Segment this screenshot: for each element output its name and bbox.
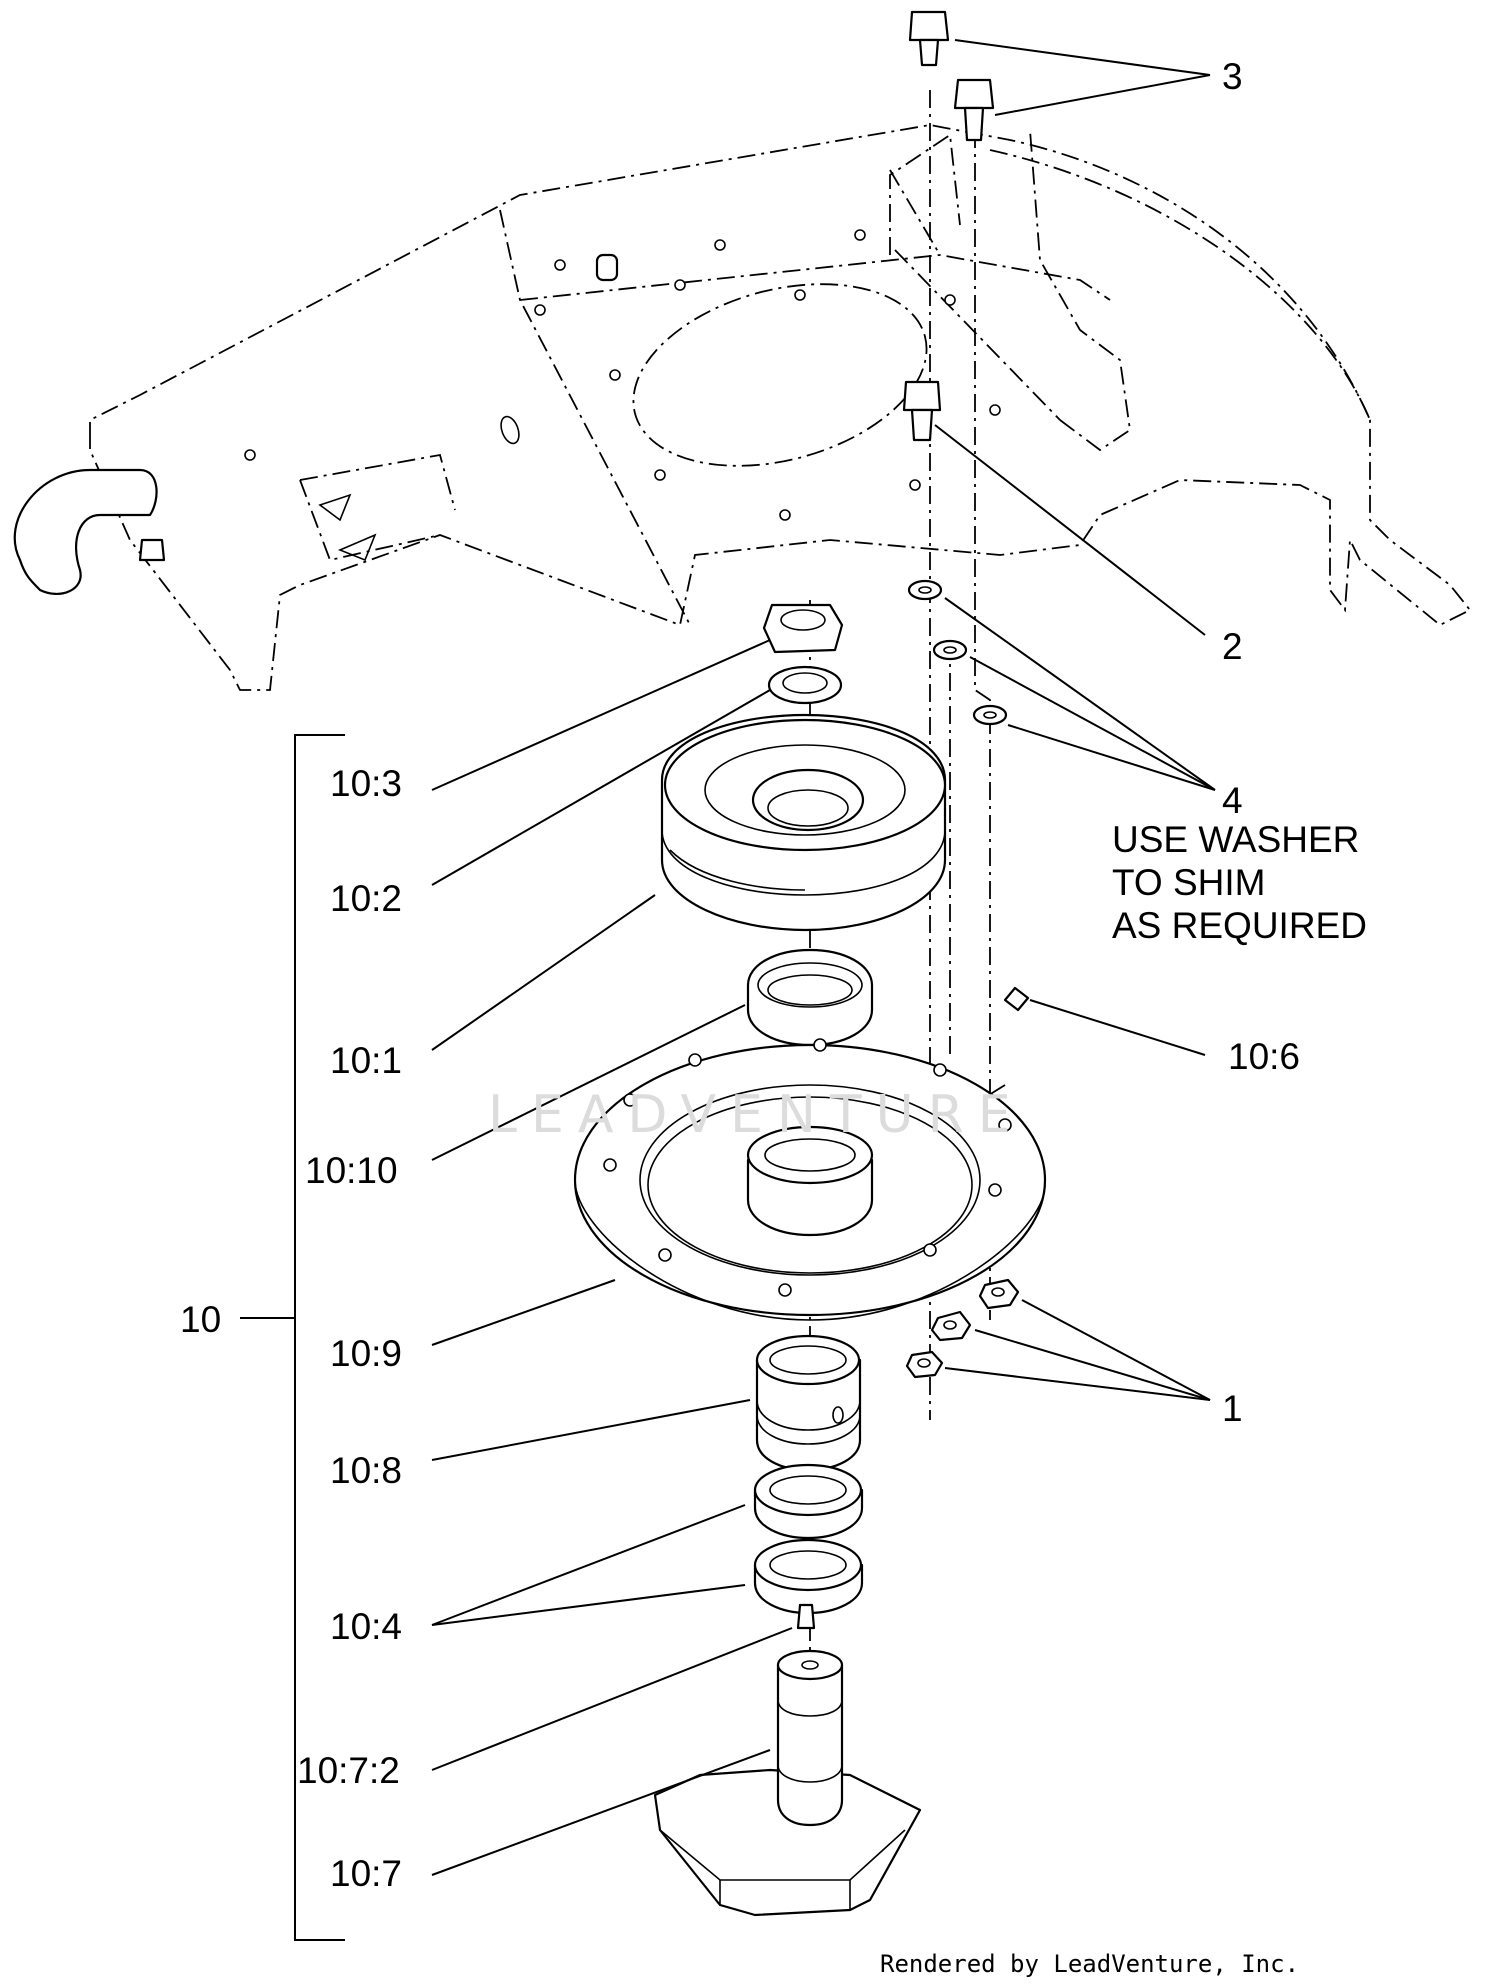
bolt-item-3-b [953, 78, 995, 142]
callout-10-9: 10:9 [330, 1333, 403, 1374]
bolt-item-2 [902, 380, 942, 442]
grease-fitting-item-10-7-2 [796, 1603, 816, 1630]
nuts-item-1 [905, 1278, 1020, 1379]
washer-item-10-2 [767, 665, 843, 705]
leader-lines [431, 39, 1216, 1876]
spacer-item-10-8 [755, 1334, 862, 1472]
group-bracket-item-10 [294, 734, 345, 1941]
callout-1: 1 [1222, 1388, 1243, 1429]
callout-2: 2 [1222, 626, 1243, 667]
bolt-item-3-a [908, 10, 950, 67]
callout-4: 4 [1222, 780, 1243, 821]
bearing-item-10-4-b [753, 1538, 864, 1615]
callout-10-7-2: 10:7:2 [297, 1750, 400, 1791]
callout-10-10: 10:10 [305, 1150, 398, 1191]
callout-10: 10 [180, 1299, 222, 1340]
callout-10-4: 10:4 [330, 1606, 403, 1647]
callout-10-8: 10:8 [330, 1450, 403, 1491]
spindle-housing-item-10-9 [573, 1038, 1047, 1321]
bearing-item-10-4-a [753, 1463, 864, 1540]
shim-washers-item-4 [907, 579, 1008, 726]
seal-item-10-10 [746, 948, 874, 1047]
watermark: LEADVENTURE [488, 1085, 1025, 1145]
callout-10-3: 10:3 [330, 763, 403, 804]
shim-note: USE WASHER TO SHIM AS REQUIRED [1112, 819, 1367, 946]
callout-10-1: 10:1 [330, 1040, 403, 1081]
callout-3: 3 [1222, 56, 1243, 97]
callout-10-7: 10:7 [330, 1853, 403, 1894]
grease-fitting-item-10-6 [1003, 986, 1030, 1012]
callout-10-2: 10:2 [330, 878, 403, 919]
nut-item-10-3 [762, 603, 844, 654]
pulley-item-10-1 [660, 713, 947, 932]
callout-10-6: 10:6 [1228, 1036, 1301, 1077]
spindle-shaft-item-10-7 [653, 1649, 922, 1917]
footer-credit: Rendered by LeadVenture, Inc. [880, 1950, 1300, 1978]
